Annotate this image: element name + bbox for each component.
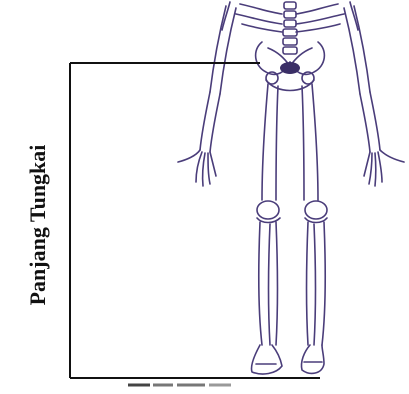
illegible-caption-scribble <box>128 382 258 388</box>
skeleton-illustration <box>178 2 404 374</box>
knees <box>257 201 327 223</box>
pelvis <box>256 42 325 91</box>
length-bracket <box>70 63 320 378</box>
spine <box>283 2 297 54</box>
lower-legs <box>259 222 326 345</box>
right-arm <box>344 6 380 152</box>
source-caption <box>128 382 258 390</box>
left-arm <box>200 6 236 152</box>
left-hand <box>178 150 216 186</box>
feet <box>251 345 324 374</box>
femurs <box>262 84 318 200</box>
leg-length-label: Panjang Tungkai <box>25 145 51 306</box>
right-hand <box>364 150 404 186</box>
